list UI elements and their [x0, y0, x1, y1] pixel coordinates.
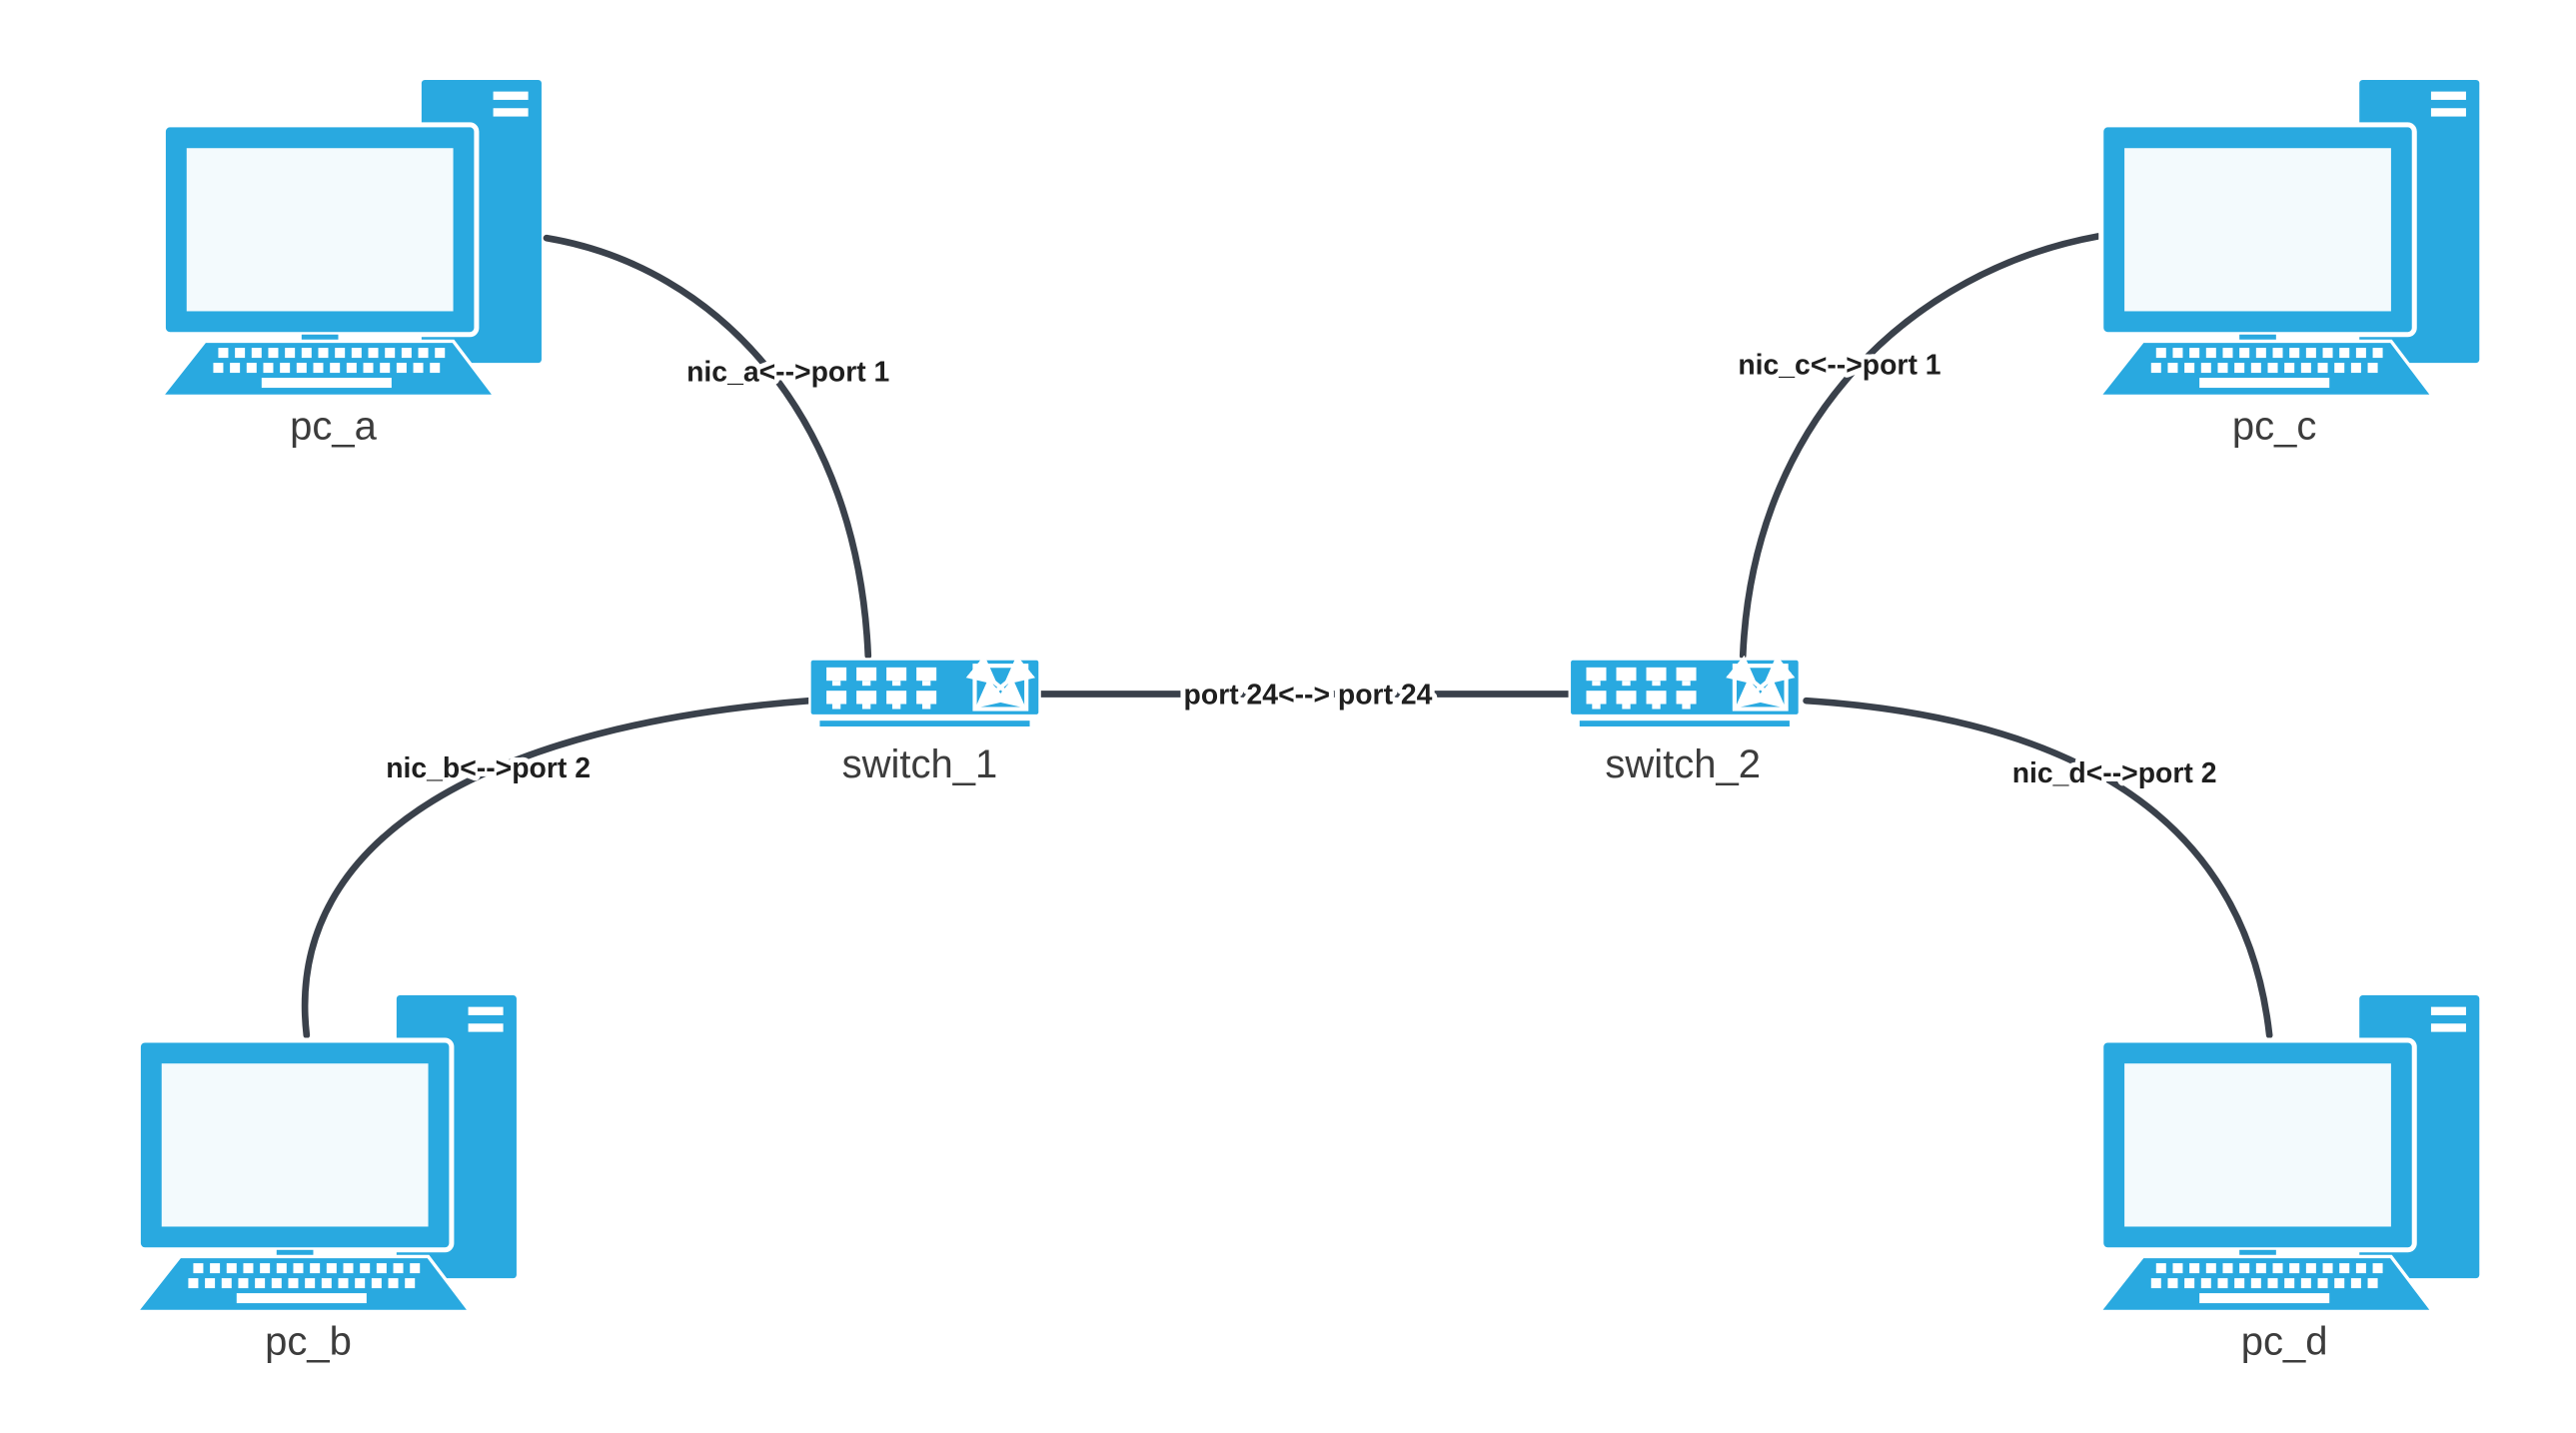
- pc-icon: [137, 995, 517, 1311]
- link-label-nic-a: nic_a<-->port 1: [686, 356, 889, 388]
- link-label-trunk: port 24<--> port 24: [1184, 680, 1433, 712]
- pc-icon: [2099, 995, 2479, 1311]
- node-pc-d[interactable]: [2099, 995, 2479, 1311]
- link-label-nic-c: nic_c<-->port 1: [1738, 350, 1940, 382]
- node-label-pc-c: pc_c: [2232, 405, 2317, 449]
- switch-icon: [809, 660, 1039, 726]
- link-label-nic-b: nic_b<-->port 2: [386, 752, 591, 784]
- node-label-switch-1: switch_1: [842, 742, 998, 786]
- node-switch-2[interactable]: [1570, 660, 1800, 726]
- link-pc-c-switch-2[interactable]: [1739, 233, 2101, 660]
- pc-icon: [162, 80, 542, 396]
- node-pc-b[interactable]: [137, 995, 517, 1311]
- link-label-nic-d: nic_d<-->port 2: [2012, 757, 2217, 789]
- pc-icon: [2099, 80, 2479, 396]
- node-label-pc-d: pc_d: [2241, 1320, 2328, 1364]
- node-switch-1[interactable]: [809, 660, 1039, 726]
- node-label-switch-2: switch_2: [1605, 742, 1761, 786]
- link-pc-a-switch-1[interactable]: [543, 234, 872, 660]
- switch-icon: [1570, 660, 1800, 726]
- node-label-pc-a: pc_a: [290, 405, 378, 449]
- node-label-pc-b: pc_b: [265, 1320, 352, 1364]
- link-pc-b-switch-1[interactable]: [301, 697, 813, 1039]
- link-pc-d-switch-2[interactable]: [1803, 697, 2273, 1039]
- node-pc-a[interactable]: [162, 80, 542, 396]
- node-pc-c[interactable]: [2099, 80, 2479, 396]
